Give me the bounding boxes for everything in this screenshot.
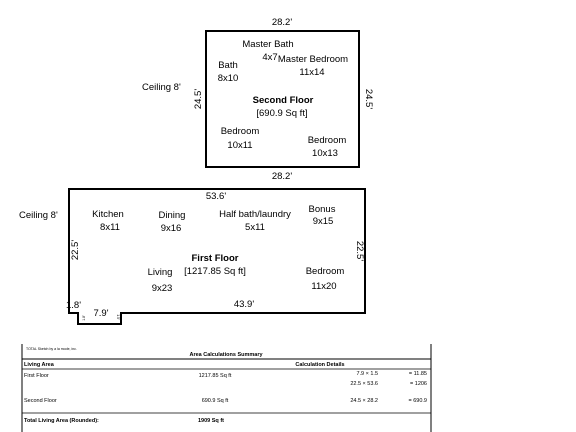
first-floor-outline: [68, 188, 366, 325]
area-summary-table: TOTAL Sketch by a la mode, inc. Area Cal…: [21, 344, 432, 432]
first-floor-dim-notch-side: 1.5': [116, 314, 120, 320]
first-floor-title: First Floor: [192, 253, 239, 264]
second-floor-area: [690.9 Sq ft]: [256, 108, 307, 119]
room-living-size: 9x23: [152, 283, 173, 294]
summary-row-second-floor-area: 690.9 Sq ft: [202, 398, 229, 404]
second-floor-title: Second Floor: [253, 95, 314, 106]
room-bedroom-1-name: Bedroom: [221, 126, 260, 137]
room-master-bedroom-size: 11x14: [299, 67, 324, 78]
summary-row-first-floor-area: 1217.85 Sq ft: [199, 373, 232, 379]
room-bedroom-2-size: 10x13: [312, 148, 338, 159]
room-half-bath-size: 5x11: [245, 222, 265, 233]
second-floor-dim-bottom: 28.2': [272, 171, 292, 182]
first-floor-plan: 53.6' 43.9' 22.5' 22.5' Ceiling 8' 1.8' …: [19, 188, 366, 325]
first-floor-dim-left: 22.5': [70, 240, 81, 260]
first-floor-dim-bottom: 43.9': [234, 299, 254, 310]
summary-calc-result: = 1206: [410, 381, 427, 387]
second-floor-dim-right: 24.5': [363, 89, 374, 109]
room-bedroom-name: Bedroom: [306, 266, 345, 277]
summary-row-first-floor-name: First Floor: [24, 373, 49, 379]
first-floor-dim-notch-left: 1.8': [66, 300, 81, 311]
room-bath-size: 8x10: [218, 73, 239, 84]
first-floor-area: [1217.85 Sq ft]: [184, 266, 246, 277]
second-floor-outline: [205, 30, 360, 168]
summary-col-living-area: Living Area: [24, 362, 55, 368]
room-bedroom-1-size: 10x11: [227, 140, 252, 151]
summary-total-value: 1909 Sq ft: [198, 418, 224, 424]
summary-calc-result: = 11.85: [409, 371, 427, 377]
room-master-bedroom-name: Master Bedroom: [278, 54, 348, 65]
second-floor-plan: 28.2' 28.2' 24.5' 24.5' Ceiling 8' Maste…: [142, 17, 374, 182]
room-kitchen-name: Kitchen: [92, 209, 124, 220]
first-floor-dim-notch-inner: 1.8': [82, 315, 86, 321]
room-master-bath-size: 4x7: [262, 52, 277, 63]
summary-calc-result: = 690.9: [408, 398, 427, 404]
first-floor-dim-right: 22.5': [354, 241, 365, 261]
room-bedroom-2-name: Bedroom: [308, 135, 347, 146]
room-living-name: Living: [148, 267, 173, 278]
first-floor-dim-notch-bottom: 7.9': [93, 308, 108, 319]
room-bonus-size: 9x15: [313, 216, 334, 227]
room-master-bath-name: Master Bath: [242, 39, 293, 50]
summary-total-label: Total Living Area (Rounded):: [24, 418, 99, 424]
room-half-bath-name: Half bath/laundry: [219, 209, 291, 220]
room-dining-size: 9x16: [161, 223, 182, 234]
room-bedroom-size: 11x20: [311, 281, 336, 292]
summary-calc-expr: 24.5 × 28.2: [350, 398, 378, 404]
second-floor-dim-left: 24.5': [193, 89, 204, 109]
room-kitchen-size: 8x11: [100, 222, 120, 233]
room-bath-name: Bath: [218, 60, 238, 71]
first-floor-dim-top: 53.6': [206, 191, 226, 202]
first-floor-ceiling: Ceiling 8': [19, 210, 58, 221]
summary-row-second-floor-name: Second Floor: [24, 398, 57, 404]
summary-calc-expr: 22.5 × 53.6: [350, 381, 378, 387]
summary-credit: TOTAL Sketch by a la mode, inc.: [26, 347, 77, 351]
summary-col-calc-details: Calculation Details: [295, 362, 344, 368]
second-floor-ceiling: Ceiling 8': [142, 82, 181, 93]
second-floor-dim-top: 28.2': [272, 17, 292, 28]
room-dining-name: Dining: [159, 210, 186, 221]
summary-title: Area Calculations Summary: [189, 352, 263, 358]
summary-calc-expr: 7.9 × 1.5: [356, 371, 378, 377]
room-bonus-name: Bonus: [309, 204, 336, 215]
